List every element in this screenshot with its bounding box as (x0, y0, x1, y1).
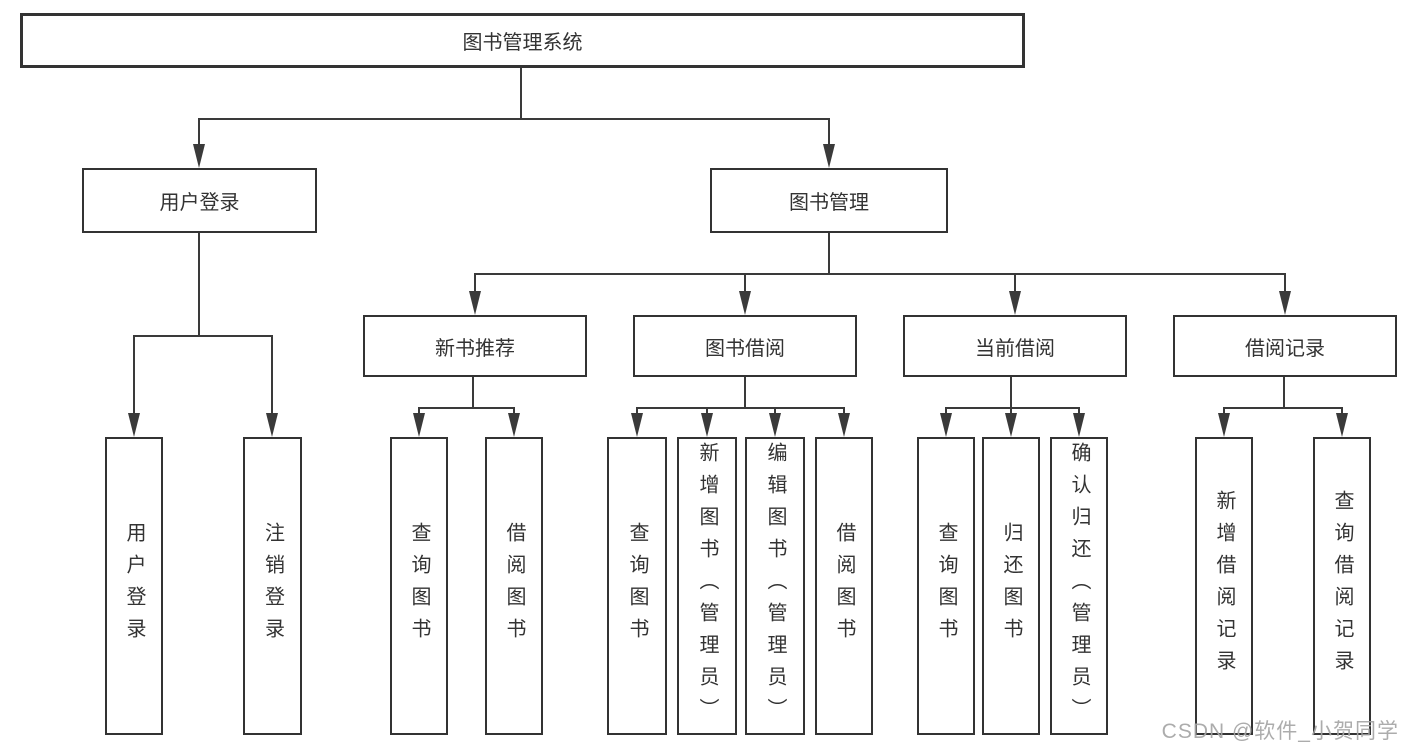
arrowhead-g3c3 (1073, 413, 1085, 437)
arrowhead-g4c2 (1336, 413, 1348, 437)
leaf-borrow-books: 借阅图书 (815, 437, 873, 735)
connector-vline-g3c1 (945, 407, 947, 413)
leaf-query-books-recommend: 查询图书 (390, 437, 448, 735)
leaf-query-books-current: 查询图书 (917, 437, 975, 735)
arrowhead-g2c2 (701, 413, 713, 437)
connector-vline-new-books (474, 273, 476, 291)
connector-vline-g3c2 (1010, 407, 1012, 413)
arrowhead-borrow-records (1279, 291, 1291, 315)
node-current-borrowing: 当前借阅 (903, 315, 1127, 377)
arrowhead-g2c1 (631, 413, 643, 437)
connector-vline-g2c2 (706, 407, 708, 413)
arrowhead-g4c1 (1218, 413, 1230, 437)
connector-vline-to-book-mgmt (828, 118, 830, 144)
connector-vline-g1-stem (472, 377, 474, 407)
arrowhead-book-borrow (739, 291, 751, 315)
connector-vline-current-borrow (1014, 273, 1016, 291)
connector-vline-g3c3 (1078, 407, 1080, 413)
leaf-query-borrow-record: 查询借阅记录 (1313, 437, 1371, 735)
connector-hline-level3 (475, 273, 1285, 275)
connector-hline-level1 (199, 118, 830, 120)
connector-vline-g4c2 (1341, 407, 1343, 413)
leaf-add-books-admin: 新增图书（管理员） (677, 437, 737, 735)
connector-hline-g4 (1224, 407, 1342, 409)
connector-hline-user-login (134, 335, 272, 337)
connector-vline-book-borrow (744, 273, 746, 291)
connector-vline-borrow-records (1284, 273, 1286, 291)
connector-vline-root (520, 68, 522, 118)
arrowhead-g3c2 (1005, 413, 1017, 437)
leaf-logout: 注销登录 (243, 437, 302, 735)
node-book-management-branch: 图书管理 (710, 168, 948, 233)
leaf-borrow-books-recommend: 借阅图书 (485, 437, 543, 735)
node-book-borrowing: 图书借阅 (633, 315, 857, 377)
leaf-return-books: 归还图书 (982, 437, 1040, 735)
arrowhead-current-borrow (1009, 291, 1021, 315)
connector-vline-g4c1 (1223, 407, 1225, 413)
connector-vline-g2c4 (843, 407, 845, 413)
arrowhead-book-mgmt (823, 144, 835, 168)
connector-hline-g1 (419, 407, 514, 409)
arrowhead-g2c3 (769, 413, 781, 437)
node-borrowing-records: 借阅记录 (1173, 315, 1397, 377)
leaf-edit-books-admin: 编辑图书（管理员） (745, 437, 805, 735)
arrowhead-g3c1 (940, 413, 952, 437)
connector-vline-g2c3 (774, 407, 776, 413)
connector-vline-to-user-login (198, 118, 200, 144)
leaf-query-books-borrowing: 查询图书 (607, 437, 667, 735)
arrowhead-user-login (193, 144, 205, 168)
connector-hline-g3 (946, 407, 1079, 409)
connector-vline-g2-stem (744, 377, 746, 407)
arrowhead-leaf-login (128, 413, 140, 437)
leaf-user-login: 用户登录 (105, 437, 163, 735)
connector-vline-g3-stem (1010, 377, 1012, 407)
arrowhead-g1c1 (413, 413, 425, 437)
node-root-library-system: 图书管理系统 (20, 13, 1025, 68)
connector-vline-book-mgmt-stem (828, 233, 830, 273)
arrowhead-leaf-logout (266, 413, 278, 437)
connector-vline-leaf-logout (271, 335, 273, 413)
connector-hline-g2 (637, 407, 844, 409)
node-user-login-branch: 用户登录 (82, 168, 317, 233)
node-new-book-recommendation: 新书推荐 (363, 315, 587, 377)
arrowhead-new-books (469, 291, 481, 315)
arrowhead-g2c4 (838, 413, 850, 437)
connector-vline-g1c2 (513, 407, 515, 413)
connector-vline-leaf-login (133, 335, 135, 413)
leaf-add-borrow-record: 新增借阅记录 (1195, 437, 1253, 735)
connector-vline-g1c1 (418, 407, 420, 413)
leaf-confirm-return-admin: 确认归还（管理员） (1050, 437, 1108, 735)
arrowhead-g1c2 (508, 413, 520, 437)
csdn-watermark: CSDN @软件_小贺同学 (1161, 720, 1399, 743)
connector-vline-g2c1 (636, 407, 638, 413)
connector-vline-user-login-stem (198, 233, 200, 335)
connector-vline-g4-stem (1283, 377, 1285, 407)
